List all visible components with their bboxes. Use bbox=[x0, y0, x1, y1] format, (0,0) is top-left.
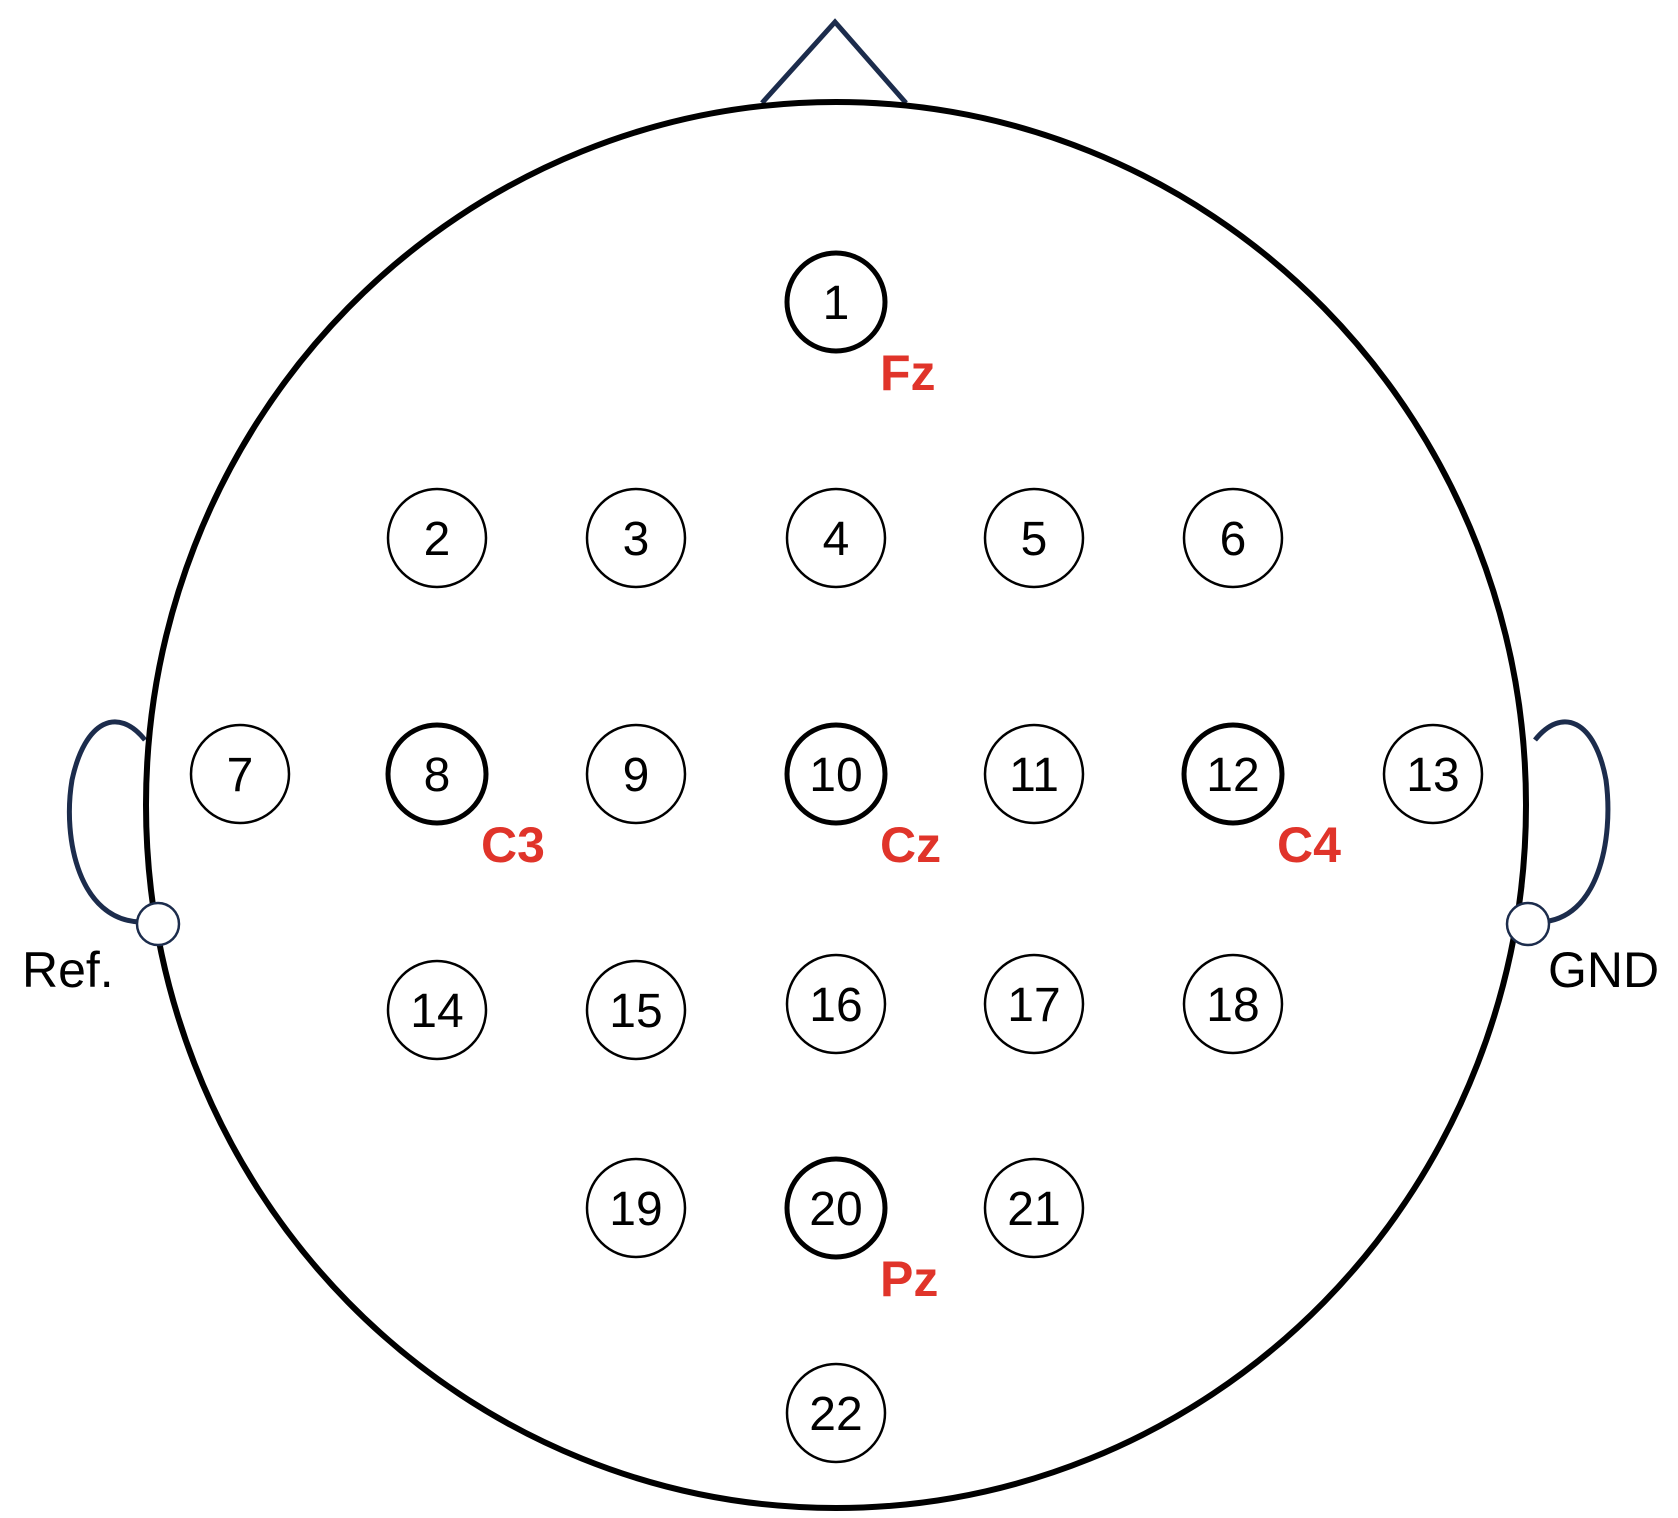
electrode-3: 3 bbox=[585, 487, 687, 589]
electrode-circle bbox=[1181, 722, 1285, 826]
site-label-cz: Cz bbox=[880, 817, 941, 873]
electrode-circle bbox=[386, 487, 488, 589]
electrode-number: 16 bbox=[809, 979, 862, 1032]
electrode-number: 14 bbox=[410, 985, 463, 1038]
electrode-circle bbox=[983, 487, 1085, 589]
electrode-circle bbox=[785, 487, 887, 589]
electrode-number: 1 bbox=[823, 277, 850, 330]
electrode-circle bbox=[1182, 953, 1284, 1055]
electrode-10: 10 bbox=[784, 722, 888, 826]
site-label-fz: Fz bbox=[880, 345, 936, 401]
electrode-number: 6 bbox=[1220, 513, 1247, 566]
site-label-pz: Pz bbox=[880, 1251, 938, 1307]
electrode-circle bbox=[784, 722, 888, 826]
electrode-6: 6 bbox=[1182, 487, 1284, 589]
electrode-number: 8 bbox=[424, 749, 451, 802]
electrode-15: 15 bbox=[585, 959, 687, 1061]
electrode-number: 5 bbox=[1021, 513, 1048, 566]
ground-label: GND bbox=[1548, 942, 1659, 998]
electrode-14: 14 bbox=[386, 959, 488, 1061]
nose-icon bbox=[760, 18, 908, 105]
electrode-7: 7 bbox=[189, 723, 291, 825]
electrode-number: 12 bbox=[1206, 749, 1259, 802]
electrode-11: 11 bbox=[983, 723, 1085, 825]
electrode-circle bbox=[386, 959, 488, 1061]
electrode-circle bbox=[983, 953, 1085, 1055]
electrode-20: 20 bbox=[784, 1156, 888, 1260]
electrode-number: 4 bbox=[823, 513, 850, 566]
electrode-number: 13 bbox=[1406, 749, 1459, 802]
electrode-circle bbox=[983, 723, 1085, 825]
reference-electrode bbox=[135, 901, 181, 947]
electrode-circle bbox=[1182, 487, 1284, 589]
site-label-c3: C3 bbox=[481, 817, 545, 873]
electrode-circle bbox=[983, 1157, 1085, 1259]
electrode-circle bbox=[785, 1362, 887, 1464]
electrode-number: 2 bbox=[424, 513, 451, 566]
reference-label: Ref. bbox=[22, 942, 114, 998]
right-ear-icon bbox=[1533, 719, 1611, 925]
electrode-circle bbox=[585, 959, 687, 1061]
electrode-5: 5 bbox=[983, 487, 1085, 589]
electrode-number: 3 bbox=[623, 513, 650, 566]
electrode-circle bbox=[585, 487, 687, 589]
electrode-8: 8 bbox=[385, 722, 489, 826]
electrode-2: 2 bbox=[386, 487, 488, 589]
electrode-number: 11 bbox=[1009, 749, 1059, 802]
electrode-22: 22 bbox=[785, 1362, 887, 1464]
electrode-12: 12 bbox=[1181, 722, 1285, 826]
electrode-17: 17 bbox=[983, 953, 1085, 1055]
electrode-number: 19 bbox=[609, 1183, 662, 1236]
electrode-number: 18 bbox=[1206, 979, 1259, 1032]
left-ear-icon bbox=[66, 719, 147, 925]
electrode-number: 7 bbox=[227, 749, 254, 802]
site-label-c4: C4 bbox=[1277, 817, 1341, 873]
electrode-circle bbox=[785, 953, 887, 1055]
electrode-circle bbox=[385, 722, 489, 826]
electrode-number: 15 bbox=[609, 985, 662, 1038]
ground-electrode bbox=[1505, 901, 1551, 947]
electrode-circle bbox=[784, 250, 888, 354]
electrode-number: 21 bbox=[1007, 1183, 1060, 1236]
electrode-16: 16 bbox=[785, 953, 887, 1055]
electrode-number: 9 bbox=[623, 749, 650, 802]
electrode-circle bbox=[189, 723, 291, 825]
electrode-18: 18 bbox=[1182, 953, 1284, 1055]
electrode-number: 10 bbox=[809, 749, 862, 802]
electrode-number: 22 bbox=[809, 1388, 862, 1441]
electrode-13: 13 bbox=[1382, 723, 1484, 825]
electrode-1: 1 bbox=[784, 250, 888, 354]
electrode-4: 4 bbox=[785, 487, 887, 589]
electrode-number: 20 bbox=[809, 1183, 862, 1236]
electrode-number: 17 bbox=[1007, 979, 1060, 1032]
electrode-circle bbox=[784, 1156, 888, 1260]
electrode-circle bbox=[585, 1157, 687, 1259]
electrode-21: 21 bbox=[983, 1157, 1085, 1259]
electrode-9: 9 bbox=[585, 723, 687, 825]
electrode-19: 19 bbox=[585, 1157, 687, 1259]
electrode-circle bbox=[1382, 723, 1484, 825]
electrode-circle bbox=[585, 723, 687, 825]
